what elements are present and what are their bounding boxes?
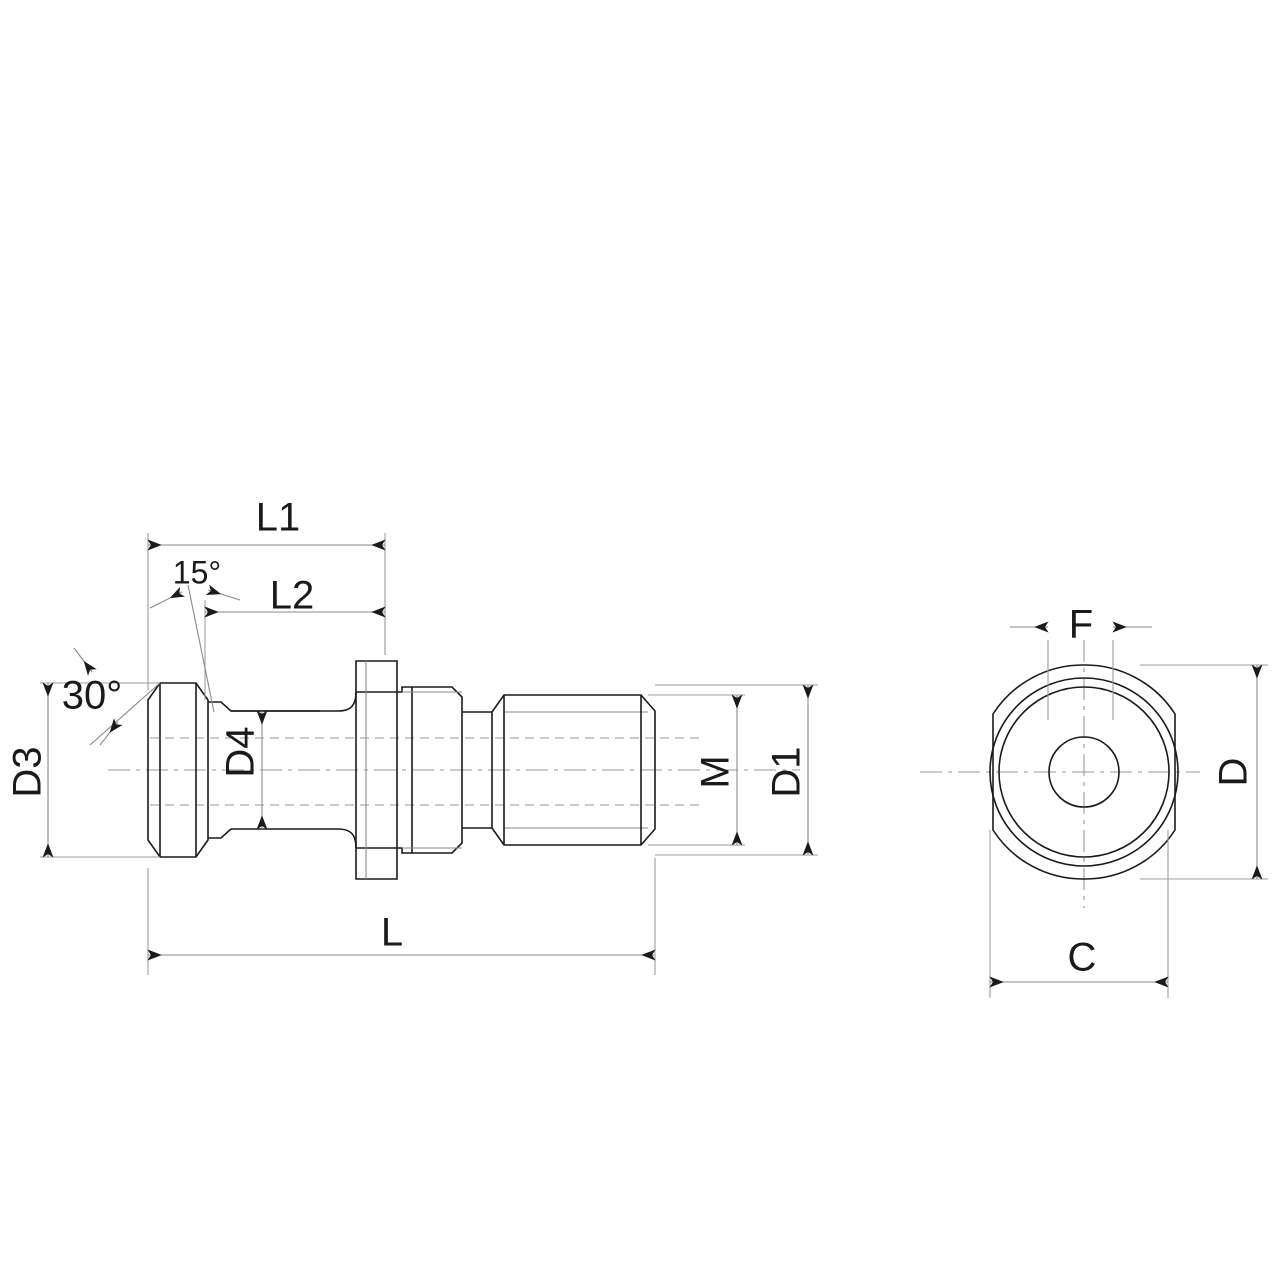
dim-label-30deg: 30°	[62, 674, 123, 718]
dim-label-D3: D3	[6, 746, 50, 797]
dim-label-D4: D4	[219, 726, 263, 777]
dim-label-F: F	[1069, 603, 1093, 647]
shoulder-collar-outline	[397, 686, 463, 854]
side-view: L1 L2 L D3 D4 M D1 30°	[6, 496, 818, 975]
end-view: F D C	[920, 603, 1268, 998]
dim-label-L1: L1	[256, 496, 301, 540]
flange-lower-block	[355, 847, 398, 880]
dim-label-M: M	[694, 755, 738, 788]
dim-label-D: D	[1212, 758, 1256, 787]
leader-arrow-30deg-lower	[99, 718, 123, 746]
dim-label-C: C	[1068, 936, 1097, 980]
leader-arrow-15deg-right	[205, 584, 241, 601]
thread-major-outline	[491, 694, 656, 846]
neck-flange-fillet-bottom	[337, 828, 357, 849]
dim-label-L2: L2	[270, 574, 315, 618]
end-view-outer-profile	[992, 664, 1176, 880]
leader-arrow-15deg-left	[149, 586, 185, 609]
end-view-bore-circle	[1048, 736, 1120, 808]
dim-label-L: L	[381, 911, 403, 955]
end-view-flange-circle	[989, 677, 1179, 867]
leader-line-15deg	[187, 584, 215, 713]
leader-line-30deg	[89, 682, 161, 746]
dim-label-15deg: 15°	[173, 554, 221, 590]
flange-upper-block	[355, 660, 398, 693]
neck-flange-fillet-top	[337, 691, 357, 712]
neck-bottom-start	[208, 828, 232, 839]
head-body-outline	[147, 682, 209, 858]
end-view-seat-circle	[998, 686, 1170, 858]
dim-label-D1: D1	[765, 746, 809, 797]
leader-arrow-30deg-upper	[73, 647, 97, 676]
neck-top-start	[208, 701, 320, 712]
